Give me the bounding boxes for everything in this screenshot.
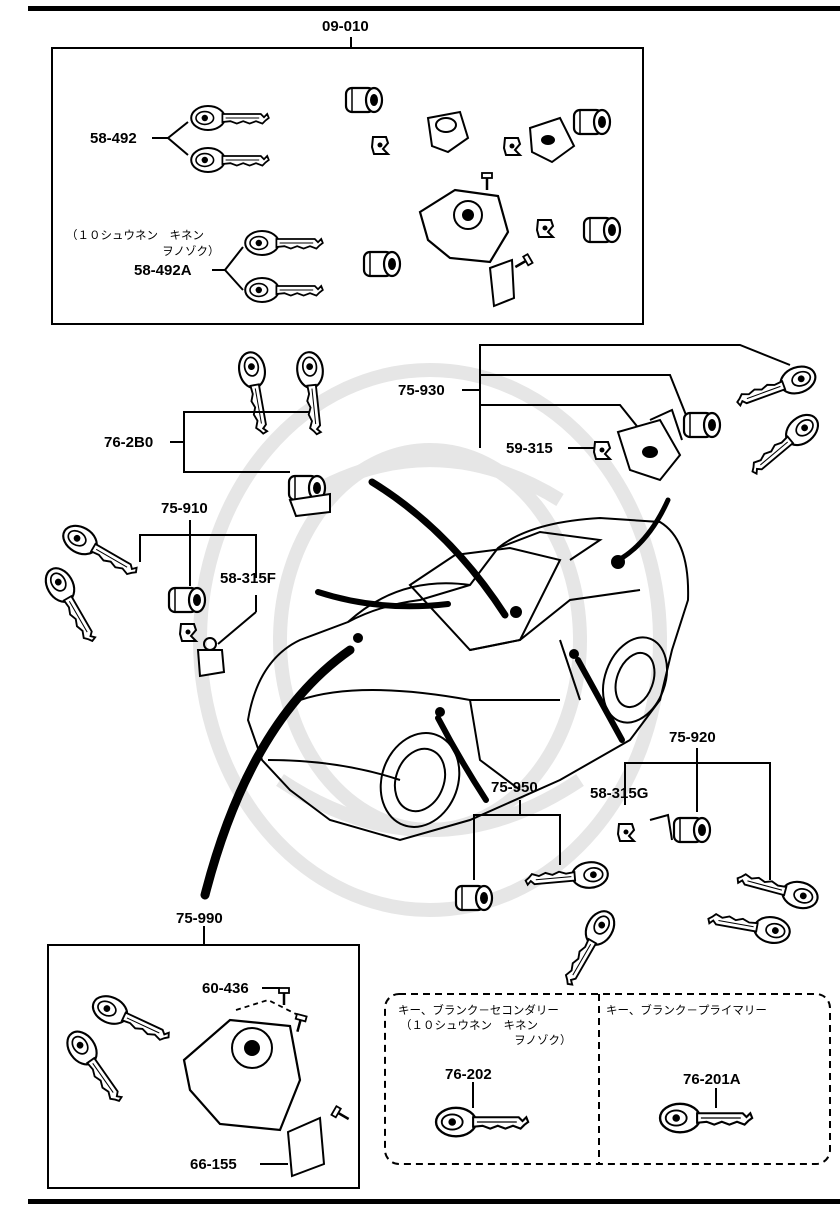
kit-note-line2: ヲノゾク） [162, 244, 220, 258]
secondary-blank-line2: （１０シュウネン キネン [400, 1018, 538, 1032]
label-76-202: 76-202 [445, 1066, 492, 1083]
label-76-201a: 76-201A [683, 1071, 741, 1088]
label-75-930: 75-930 [398, 382, 445, 399]
label-75-920: 75-920 [669, 729, 716, 746]
blank-key-box [384, 993, 831, 1165]
kit-lock-parts [344, 86, 622, 308]
part-76-2b0 [235, 349, 331, 518]
part-75-990 [60, 989, 353, 1132]
kit-leaders [152, 121, 244, 291]
label-58-315f: 58-315F [220, 570, 276, 587]
ignition-box [47, 944, 360, 1189]
label-66-155: 66-155 [190, 1156, 237, 1173]
part-75-930 [616, 360, 825, 483]
label-75-990: 75-990 [176, 910, 223, 927]
part-59-315 [593, 441, 611, 460]
kit-keys [190, 104, 324, 304]
label-76-2b0: 76-2B0 [104, 434, 154, 451]
part-75-910 [38, 518, 207, 649]
part-58-315g [617, 823, 635, 842]
part-58-315f [196, 637, 226, 678]
label-58-492: 58-492 [90, 130, 137, 147]
kit-box [51, 47, 644, 325]
pointer-lines [200, 478, 671, 900]
label-75-910: 75-910 [161, 500, 208, 517]
car-illustration [246, 516, 690, 842]
label-09-010: 09-010 [322, 18, 369, 35]
part-75-920 [649, 813, 822, 947]
part-76-201a [658, 1088, 754, 1134]
label-60-436: 60-436 [202, 980, 249, 997]
secondary-blank-line1: キー、ブランク－セコンダリー [398, 1003, 559, 1017]
primary-blank-line1: キー、ブランク－プライマリー [606, 1003, 767, 1017]
kit-note-line1: （１０シュウネン キネン [66, 228, 204, 242]
label-75-950: 75-950 [491, 779, 538, 796]
label-58-492a: 58-492A [134, 262, 192, 279]
watermark-logo [193, 363, 667, 917]
top-rule [28, 6, 840, 11]
secondary-blank-line3: ヲノゾク） [514, 1033, 572, 1047]
bottom-rule [28, 1199, 840, 1204]
label-58-315g: 58-315G [590, 785, 649, 802]
label-59-315: 59-315 [506, 440, 553, 457]
part-60-436 [277, 986, 291, 1007]
part-66-155 [260, 1116, 326, 1178]
part-75-950 [454, 859, 622, 992]
part-76-202 [434, 1082, 530, 1138]
